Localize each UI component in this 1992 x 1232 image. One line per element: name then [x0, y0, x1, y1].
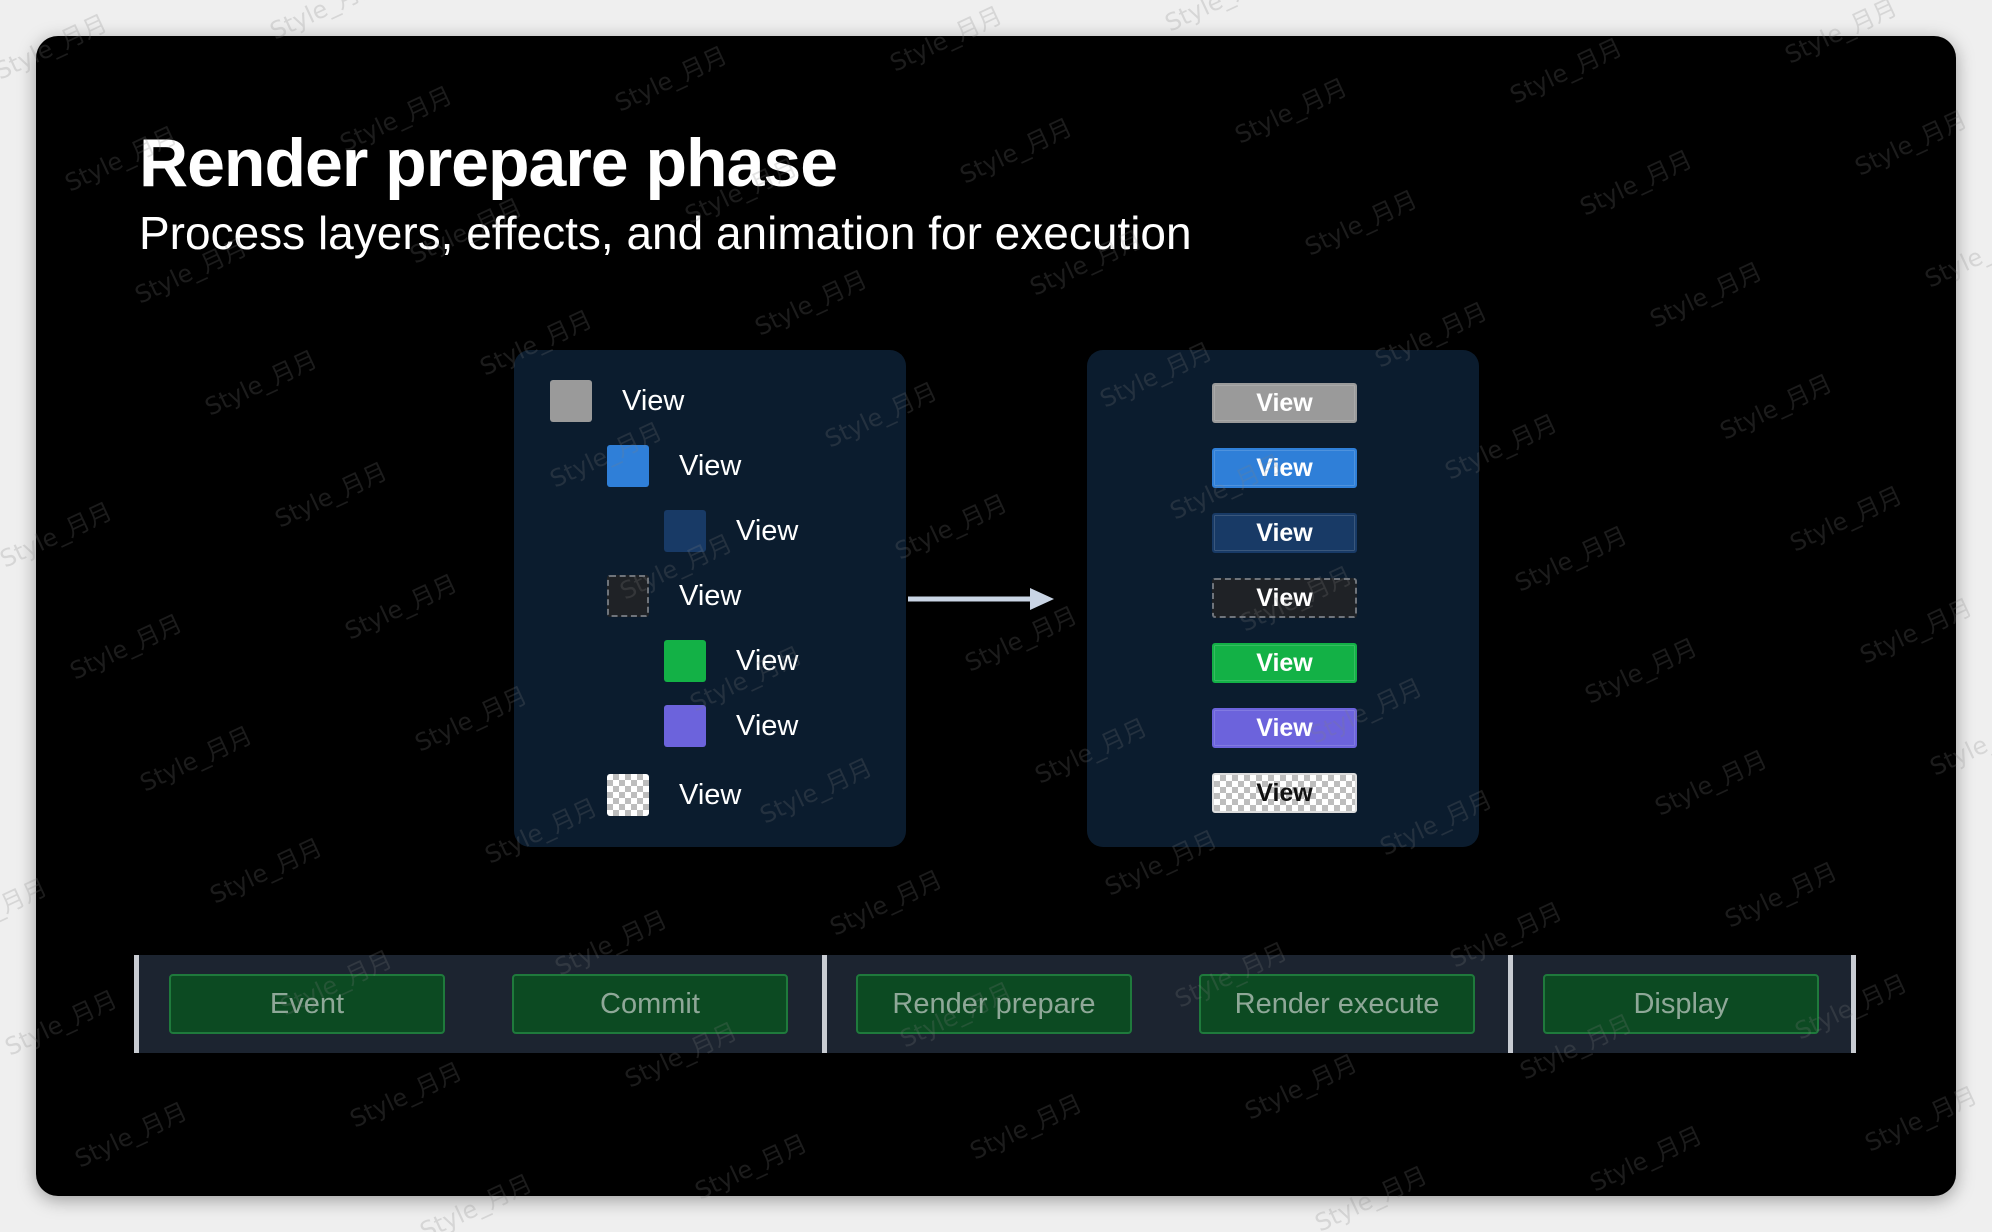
tree-item: View	[664, 704, 798, 748]
pipeline-separator	[134, 955, 139, 1053]
view-swatch	[607, 445, 649, 487]
stage-event: Event	[169, 974, 445, 1034]
tree-item: View	[607, 574, 741, 618]
layer-pill: View	[1212, 708, 1357, 748]
slide-title: Render prepare phase	[139, 125, 838, 201]
layer-pill: View	[1212, 448, 1357, 488]
pipeline-separator	[1851, 955, 1856, 1053]
view-swatch	[664, 705, 706, 747]
slide: Render prepare phase Process layers, eff…	[36, 36, 1956, 1196]
tree-item-label: View	[679, 579, 742, 612]
stage-render-execute: Render execute	[1199, 974, 1475, 1034]
layer-list-panel: View View View View View View View	[1087, 350, 1479, 847]
view-swatch	[607, 575, 649, 617]
view-swatch	[664, 510, 706, 552]
tree-item-label: View	[679, 449, 742, 482]
tree-item: View	[607, 773, 741, 817]
view-swatch	[550, 380, 592, 422]
stage-display: Display	[1543, 974, 1819, 1034]
pipeline-separator	[1508, 955, 1513, 1053]
stage-render-prepare: Render prepare	[856, 974, 1132, 1034]
tree-item-label: View	[679, 778, 742, 811]
layer-pill: View	[1212, 578, 1357, 618]
view-swatch	[607, 774, 649, 816]
tree-item: View	[550, 379, 684, 423]
tree-item-label: View	[736, 644, 799, 677]
layer-pill: View	[1212, 773, 1357, 813]
tree-item-label: View	[736, 709, 799, 742]
tree-item: View	[664, 509, 798, 553]
view-swatch	[664, 640, 706, 682]
tree-item-label: View	[736, 514, 799, 547]
slide-subtitle: Process layers, effects, and animation f…	[139, 207, 1192, 259]
arrow-right-icon	[908, 588, 1054, 610]
tree-item: View	[664, 639, 798, 683]
layer-pill: View	[1212, 383, 1357, 423]
pipeline-separator	[822, 955, 827, 1053]
stage-commit: Commit	[512, 974, 788, 1034]
tree-item: View	[607, 444, 741, 488]
layer-pill: View	[1212, 513, 1357, 553]
view-tree-panel: View View View View View View View	[514, 350, 906, 847]
watermark-text: Style_月月	[1161, 0, 1282, 37]
watermark-text: Style_月月	[541, 0, 662, 5]
tree-item-label: View	[622, 384, 685, 417]
layer-pill: View	[1212, 643, 1357, 683]
pipeline-bar: Event Commit Render prepare Render execu…	[134, 955, 1856, 1053]
